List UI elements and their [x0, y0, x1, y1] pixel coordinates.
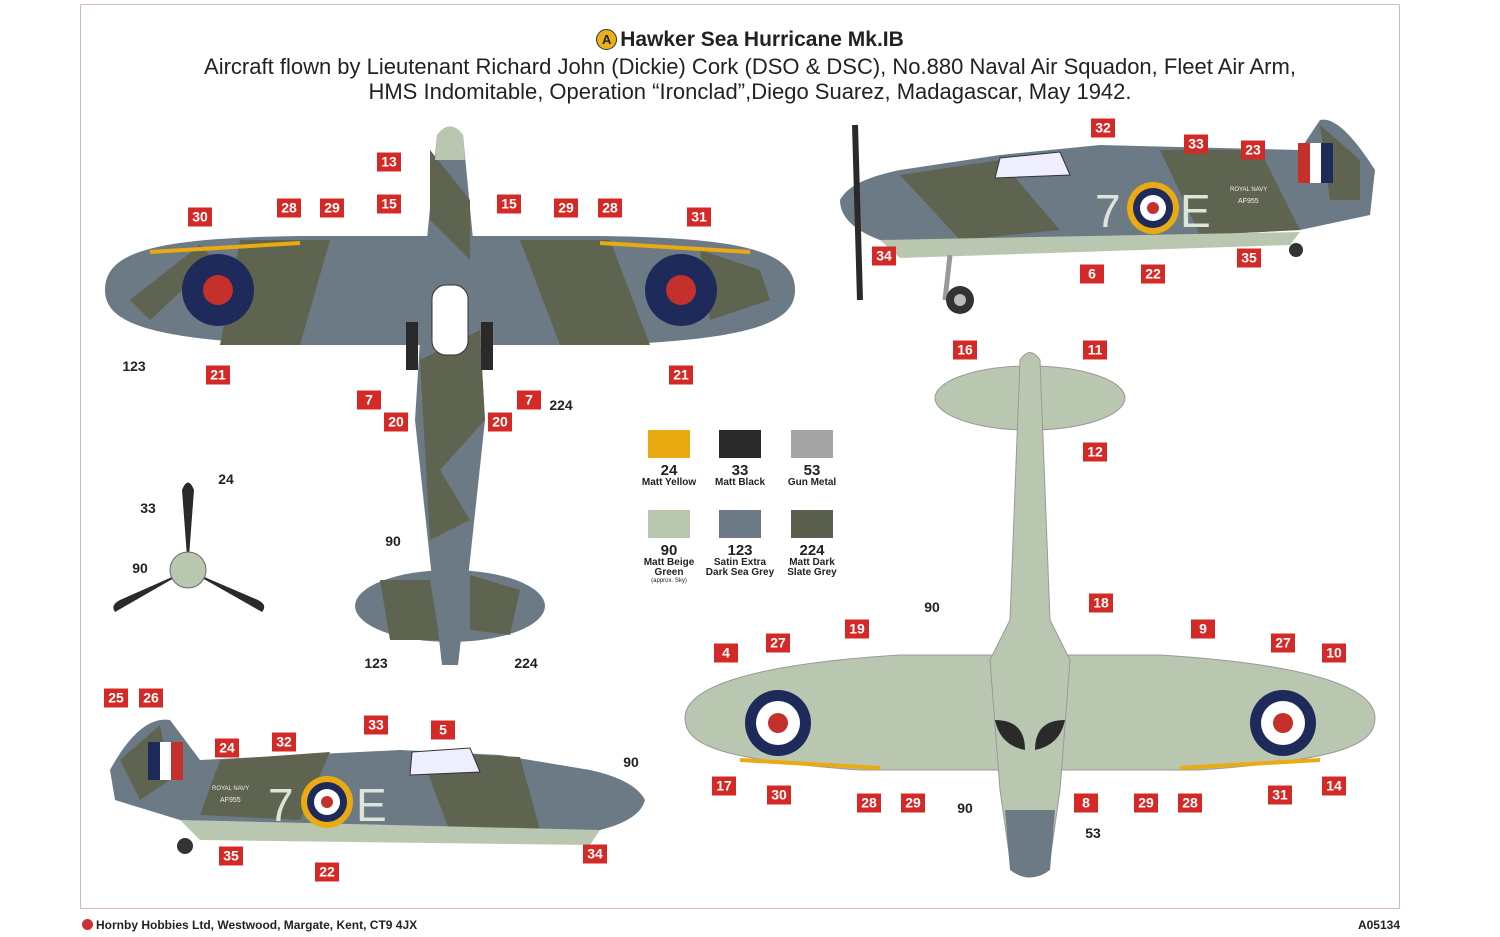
decal-callout: 27	[1271, 633, 1295, 653]
decal-callout: 33	[364, 715, 388, 735]
decal-callout: 19	[845, 619, 869, 639]
serial-starboard: AF955	[1238, 198, 1259, 205]
propeller-view	[113, 482, 265, 612]
paint-ref: 90	[924, 599, 940, 615]
paint-ref: 224	[549, 397, 573, 413]
side-view-port	[110, 719, 645, 854]
decal-callout: 27	[766, 633, 790, 653]
decal-callout: 17	[712, 776, 736, 796]
product-code: A05134	[1357, 918, 1400, 932]
decal-callout: 30	[188, 207, 212, 227]
paint-ref: 90	[623, 754, 639, 770]
decal-callout: 29	[901, 793, 925, 813]
sheet-frame	[80, 4, 1400, 909]
decal-callout: 6	[1080, 264, 1104, 284]
decal-callout: 24	[215, 738, 239, 758]
paint-ref: 33	[140, 500, 156, 516]
paint-ref: 90	[957, 800, 973, 816]
airfix-logo-icon	[82, 919, 93, 930]
decal-callout: 34	[872, 246, 896, 266]
title-text: Hawker Sea Hurricane Mk.IB	[620, 28, 904, 51]
decal-callout: 15	[377, 194, 401, 214]
decal-callout: 4	[714, 643, 738, 663]
decal-callout: 25	[104, 688, 128, 708]
paint-ref: 224	[514, 655, 538, 671]
underside-view	[684, 352, 1376, 878]
decal-callout: 32	[272, 732, 296, 752]
decal-callout: 23	[1241, 140, 1265, 160]
decal-callout: 28	[857, 793, 881, 813]
decal-callout: 31	[1268, 785, 1292, 805]
decal-callout: 10	[1322, 643, 1346, 663]
decal-callout: 32	[1091, 118, 1115, 138]
decal-callout: 28	[1178, 793, 1202, 813]
decal-callout: 22	[315, 862, 339, 882]
address-text: Hornby Hobbies Ltd, Westwood, Margate, K…	[96, 918, 418, 932]
paint-ref: 53	[1085, 825, 1101, 841]
serial-port: AF955	[220, 797, 241, 804]
decal-callout: 26	[139, 688, 163, 708]
paint-ref: 123	[122, 358, 146, 374]
paint-ref: 123	[364, 655, 388, 671]
decal-callout: 21	[669, 365, 693, 385]
decal-callout: 8	[1074, 793, 1098, 813]
subtitle-line-1: Aircraft flown by Lieutenant Richard Joh…	[204, 54, 1296, 79]
decal-callout: 16	[953, 340, 977, 360]
service-starboard: ROYAL NAVY	[1230, 187, 1268, 193]
decal-callout: 7	[517, 390, 541, 410]
decal-callout: 14	[1322, 776, 1346, 796]
decal-callout: 35	[219, 846, 243, 866]
decal-callout: 15	[497, 194, 521, 214]
code-7-port: 7	[268, 779, 294, 831]
paint-ref: 90	[132, 560, 148, 576]
decal-callout: 28	[598, 198, 622, 218]
decal-callout: 30	[767, 785, 791, 805]
decal-callout: 35	[1237, 248, 1261, 268]
decal-callout: 21	[206, 365, 230, 385]
decal-callout: 31	[687, 207, 711, 227]
subtitle-line-2: HMS Indomitable, Operation “Ironclad”,Di…	[368, 79, 1132, 104]
decal-callout: 29	[554, 198, 578, 218]
footer-address: Hornby Hobbies Ltd, Westwood, Margate, K…	[82, 918, 417, 932]
decal-callout: 20	[488, 412, 512, 432]
decal-callout: 33	[1184, 134, 1208, 154]
service-port: ROYAL NAVY	[212, 786, 250, 792]
code-e-starboard: E	[1180, 185, 1211, 237]
decal-callout: 9	[1191, 619, 1215, 639]
scheme-badge: A	[596, 29, 618, 50]
decal-callout: 7	[357, 390, 381, 410]
decal-callout: 18	[1089, 593, 1113, 613]
decal-callout: 29	[320, 198, 344, 218]
decal-callout: 28	[277, 198, 301, 218]
top-view-aircraft	[105, 126, 795, 665]
paint-ref: 90	[385, 533, 401, 549]
decal-callout: 29	[1134, 793, 1158, 813]
code-e-port: E	[356, 779, 387, 831]
decal-callout: 5	[431, 720, 455, 740]
code-7-starboard: 7	[1095, 185, 1121, 237]
decal-callout: 13	[377, 152, 401, 172]
decal-callout: 34	[583, 844, 607, 864]
decal-callout: 12	[1083, 442, 1107, 462]
paint-ref: 24	[218, 471, 234, 487]
decal-callout: 11	[1083, 340, 1107, 360]
decal-callout: 20	[384, 412, 408, 432]
decal-callout: 22	[1141, 264, 1165, 284]
